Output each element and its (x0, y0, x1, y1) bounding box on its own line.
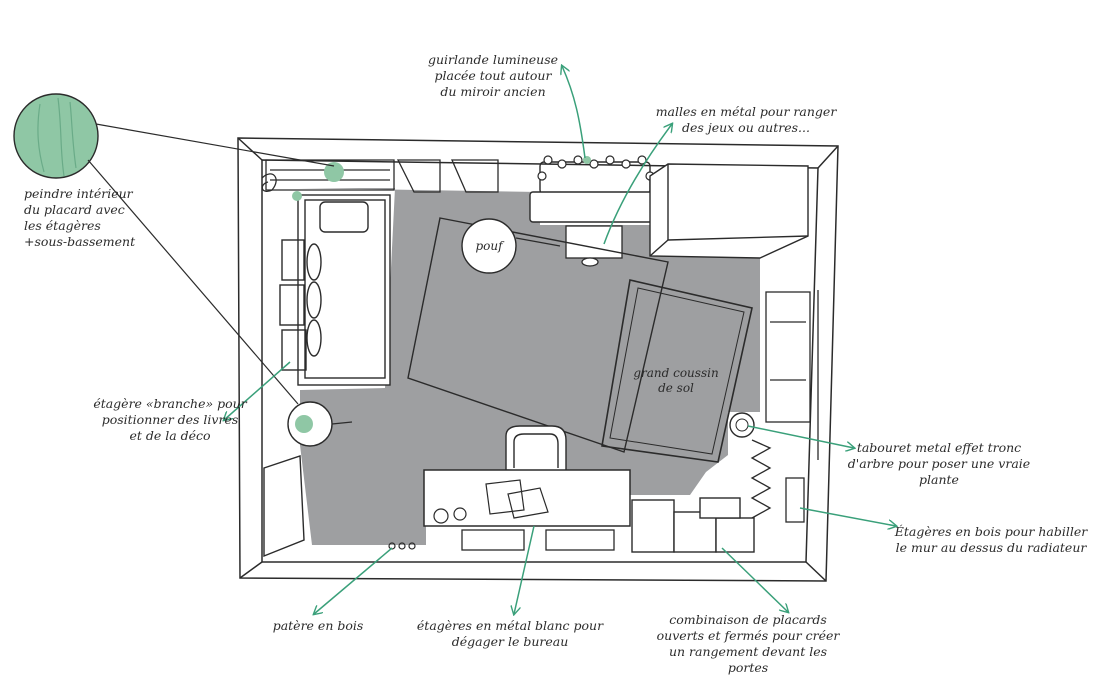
desk (423, 469, 631, 527)
annotation-string-lights: guirlande lumineuse placée tout autour d… (427, 52, 559, 99)
rug-outline (407, 217, 669, 453)
annotation-arrows (224, 66, 896, 614)
closet-green-swatch (324, 162, 344, 182)
gray-floor-rug (298, 188, 760, 545)
annotation-paint-closet: peindre intérieur du placard avec les ét… (24, 186, 136, 249)
storage-units (631, 497, 755, 553)
left-door (263, 455, 305, 558)
annotation-branch-shelf: étagère «branche» pour positionner des l… (93, 396, 247, 443)
desk-items (433, 479, 549, 524)
annotation-metal-chests: malles en métal pour ranger des jeux ou … (655, 104, 837, 135)
pouf (461, 218, 517, 274)
branch-shelf-green (295, 415, 313, 433)
cushion-label-line2: de sol (658, 381, 694, 395)
branch-shelf-link (331, 421, 353, 425)
pouf-label: pouf (475, 239, 505, 253)
radiator (750, 439, 805, 523)
floor-cushion-inner (609, 287, 745, 455)
metal-shelves-under-desk (461, 529, 615, 551)
small-table (565, 225, 623, 267)
annotation-tree-stool: tabouret metal effet tronc d'arbre pour … (847, 440, 1031, 487)
paint-swatch-texture (37, 97, 77, 177)
metal-chests (529, 161, 657, 223)
detail-line-top (95, 123, 335, 167)
annotation-metal-shelves: étagères en métal blanc pour dégager le … (416, 618, 604, 649)
annotation-wood-shelves: Étagères en bois pour habiller le mur au… (894, 524, 1088, 555)
tree-trunk-stool (729, 412, 755, 438)
wardrobe (649, 163, 809, 259)
annotation-closet-combo: combinaison de placards ouverts et fermé… (656, 612, 840, 675)
coat-hooks (388, 542, 416, 550)
detail-line-bottom (87, 159, 299, 405)
floor-cushion (601, 279, 753, 463)
left-closet (265, 159, 499, 193)
desk-chair (505, 425, 567, 473)
closet-green-swatch (292, 191, 302, 201)
pouf-cable (515, 237, 561, 247)
cushion-label-line1: grand coussin (633, 366, 718, 380)
plant-doodle (261, 173, 277, 192)
annotation-coat-hook: patère en bois (272, 618, 364, 633)
room-walls (237, 137, 839, 582)
window (765, 290, 819, 460)
stool-rings (735, 418, 749, 432)
paint-swatch-detail (13, 93, 99, 179)
bed (279, 194, 391, 386)
